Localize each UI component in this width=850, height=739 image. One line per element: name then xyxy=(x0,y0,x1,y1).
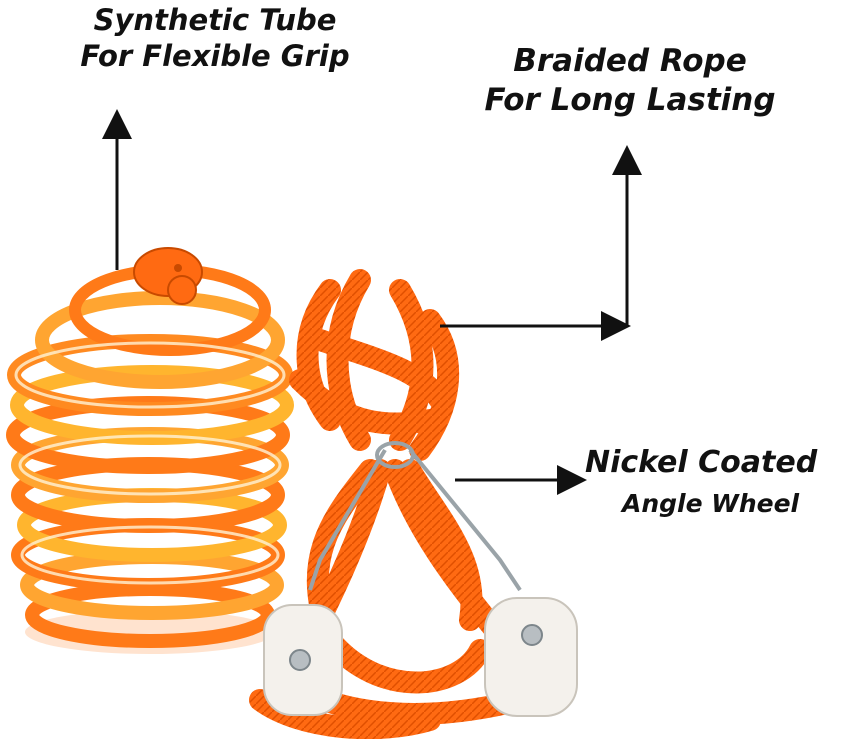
callout-rope-line1: Braided Rope xyxy=(513,43,747,79)
callout-tube-line2: For Flexible Grip xyxy=(80,39,350,74)
callout-wheel-line2: Angle Wheel xyxy=(622,489,800,518)
angle-wheel-left xyxy=(263,604,343,716)
callout-wheel-line1: Nickel Coated xyxy=(585,445,818,480)
metal-hook xyxy=(308,441,522,592)
angle-wheel-right xyxy=(484,597,578,717)
callout-synthetic-tube: Synthetic Tube For Flexible Grip xyxy=(40,2,390,75)
arrow-rope xyxy=(440,145,642,341)
callout-rope-line2: For Long Lasting xyxy=(484,81,776,118)
callout-tube-line1: Synthetic Tube xyxy=(93,3,337,37)
synthetic-tube-coil xyxy=(6,247,294,654)
braided-rope-bundle xyxy=(249,269,531,739)
callout-braided-rope: Braided Rope For Long Lasting xyxy=(440,42,820,120)
